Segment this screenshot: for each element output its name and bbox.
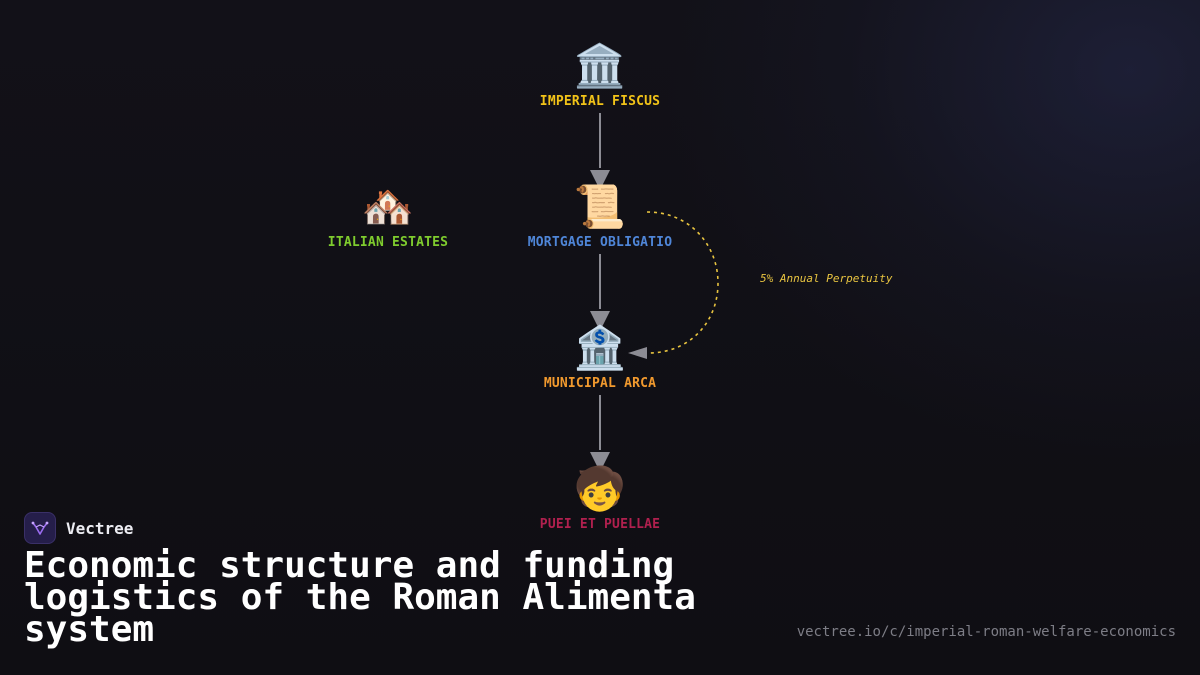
page-title: Economic structure and funding logistics… — [24, 545, 696, 650]
node-municipal-arca: 🏦 MUNICIPAL ARCA — [490, 322, 710, 391]
edge-perpetuity-curve — [646, 211, 719, 354]
bank-icon: 🏦 — [573, 323, 627, 372]
scroll-icon: 📜 — [573, 182, 627, 231]
node-mortgage-obligatio: 📜 MORTGAGE OBLIGATIO — [490, 181, 710, 250]
houses-icon: 🏘️ — [361, 182, 415, 231]
node-puei-et-puellae: 🧒 PUEI ET PUELLAE — [490, 463, 710, 532]
child-icon: 🧒 — [573, 464, 627, 513]
arrowhead-fiscus-to-obligatio — [590, 170, 610, 190]
arrowhead-arca-to-pueri — [590, 452, 610, 472]
edge-label-perpetuity: 5% Annual Perpetuity — [760, 272, 893, 285]
arrowhead-obligatio-to-arca — [590, 311, 610, 331]
brand-name: Vectree — [66, 518, 134, 538]
node-label-municipal-arca: MUNICIPAL ARCA — [543, 376, 657, 391]
classical-building-icon: 🏛️ — [573, 41, 627, 90]
source-url[interactable]: vectree.io/c/imperial-roman-welfare-econ… — [796, 624, 1176, 640]
arrowhead-perpetuity-curve — [628, 347, 647, 359]
node-italian-estates: 🏘️ ITALIAN ESTATES — [278, 181, 498, 250]
node-label-puei-et-puellae: PUEI ET PUELLAE — [539, 517, 661, 532]
node-label-imperial-fiscus: IMPERIAL FISCUS — [539, 94, 661, 109]
brand: Vectree — [24, 512, 133, 544]
node-imperial-fiscus: 🏛️ IMPERIAL FISCUS — [490, 40, 710, 109]
node-label-mortgage-obligatio: MORTGAGE OBLIGATIO — [527, 235, 673, 250]
node-label-italian-estates: ITALIAN ESTATES — [327, 235, 449, 250]
vectree-logo-icon — [24, 512, 56, 544]
